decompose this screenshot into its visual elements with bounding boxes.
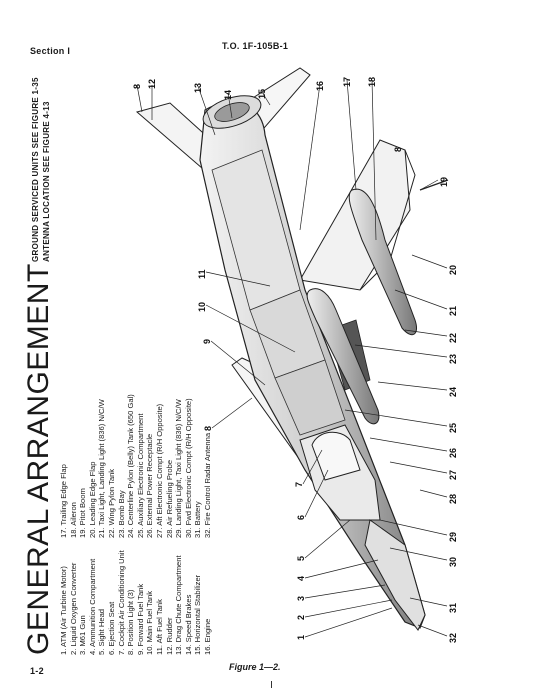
callout-7: 7 xyxy=(294,482,304,487)
callout-3: 3 xyxy=(296,596,306,601)
canopy xyxy=(311,431,361,481)
callout-21: 21 xyxy=(448,306,458,316)
callout-30: 30 xyxy=(448,557,458,567)
callout-19: 19 xyxy=(439,177,449,187)
callout-20: 20 xyxy=(448,265,458,275)
callout-29: 29 xyxy=(448,532,458,542)
callout-24: 24 xyxy=(448,387,458,397)
callout-17: 17 xyxy=(342,77,352,87)
callout-28: 28 xyxy=(448,494,458,504)
callout-5: 5 xyxy=(296,556,306,561)
callout-22: 22 xyxy=(448,333,458,343)
pitot-boom xyxy=(419,179,449,191)
callout-1: 1 xyxy=(296,635,306,640)
page-number: 1-2 xyxy=(30,666,44,676)
callout-8-wing: 8 xyxy=(393,147,403,152)
callout-9: 9 xyxy=(202,339,212,344)
callout-18: 18 xyxy=(367,77,377,87)
callout-27: 27 xyxy=(448,470,458,480)
wing-pylon-tank xyxy=(348,188,417,336)
callout-11: 11 xyxy=(197,269,207,279)
callout-8-tail: 8 xyxy=(132,84,142,89)
callout-10: 10 xyxy=(197,302,207,312)
callout-25: 25 xyxy=(448,423,458,433)
callout-15: 15 xyxy=(257,89,267,99)
centerline-tank xyxy=(306,288,380,425)
callout-6: 6 xyxy=(296,515,306,520)
callout-13: 13 xyxy=(193,83,203,93)
callout-14: 14 xyxy=(223,90,233,100)
callout-4: 4 xyxy=(296,576,306,581)
doc-number: T.O. 1F-105B-1 xyxy=(222,41,289,51)
callout-16: 16 xyxy=(315,81,325,91)
right-wing-outer xyxy=(359,149,416,291)
nose xyxy=(364,519,426,631)
callout-23: 23 xyxy=(448,354,458,364)
callout-labels: 1 2 3 4 5 6 7 8 9 10 11 12 13 14 15 16 1… xyxy=(132,77,458,643)
callout-12: 12 xyxy=(147,79,157,89)
figure-caption: Figure 1—2. xyxy=(229,662,281,672)
callout-32: 32 xyxy=(448,633,458,643)
callout-31: 31 xyxy=(448,603,458,613)
callout-8: 8 xyxy=(203,426,213,431)
section-label: Section I xyxy=(30,46,71,56)
forward-fuel-tank xyxy=(274,359,346,436)
callout-26: 26 xyxy=(448,448,458,458)
callout-2: 2 xyxy=(296,615,306,620)
page-mark xyxy=(271,681,272,688)
